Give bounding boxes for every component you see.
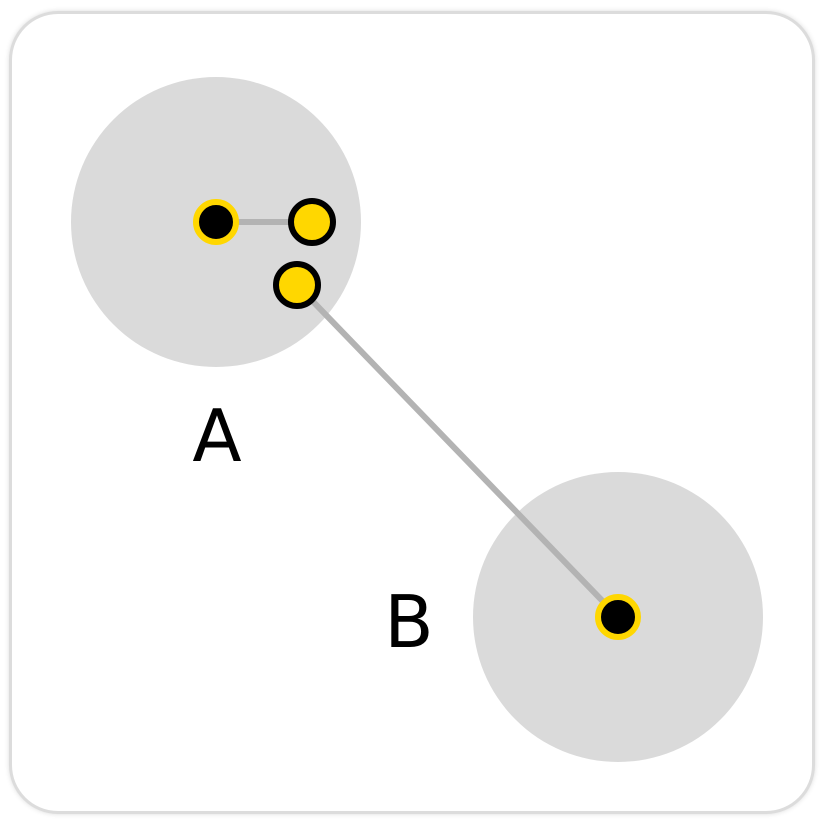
pin-a-center[interactable]: [193, 199, 239, 245]
pin-b-center[interactable]: [595, 594, 641, 640]
pin-a-right[interactable]: [288, 198, 336, 246]
pin-a-lower[interactable]: [273, 261, 321, 309]
node-label-b: B: [384, 580, 433, 664]
node-label-a: A: [192, 394, 241, 478]
link-a-to-b: [294, 282, 621, 620]
